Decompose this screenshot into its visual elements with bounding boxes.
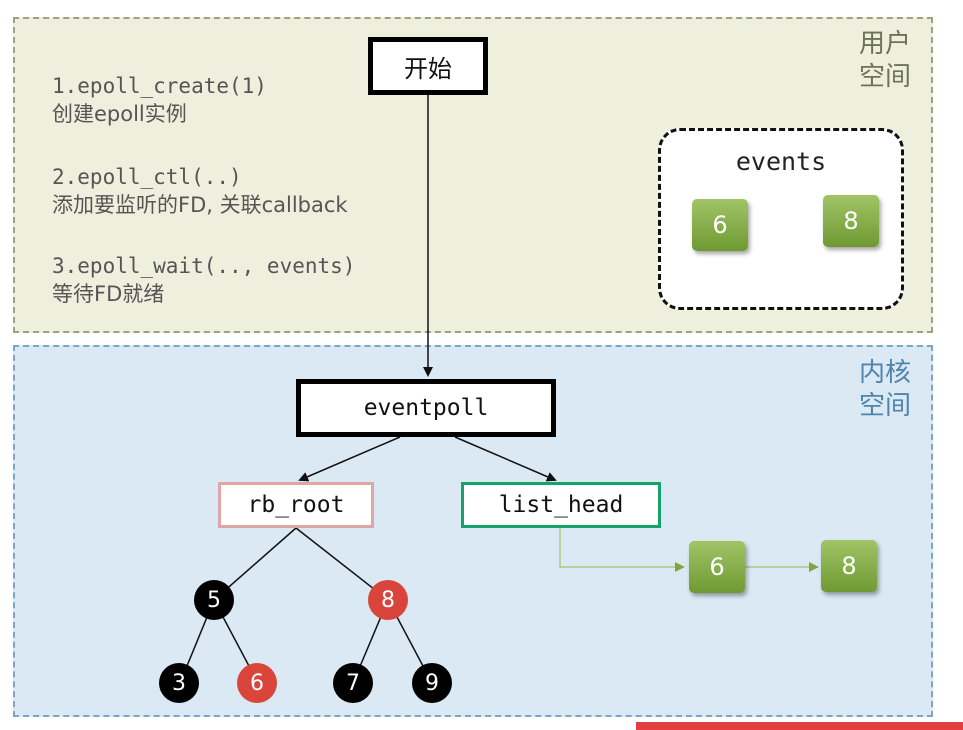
step-3-code: 3.epoll_wait(.., events) (52, 254, 356, 278)
eventpoll-box: eventpoll (296, 379, 556, 437)
events-label: events (735, 147, 827, 176)
step-3: 3.epoll_wait(.., events) 等待FD就绪 (52, 252, 355, 308)
kernel-space-label-text: 内核 空间 (858, 358, 911, 421)
bottom-accent-strip (636, 722, 963, 730)
step-1: 1.epoll_create(1) 创建epoll实例 (52, 72, 267, 128)
tree-node-3: 3 (159, 663, 199, 703)
tree-node-5: 5 (194, 580, 234, 620)
start-box-label: 开始 (404, 54, 452, 83)
step-2: 2.epoll_ctl(..) 添加要监听的FD, 关联callback (52, 163, 348, 219)
ready-list-item: 6 (689, 541, 745, 593)
step-1-desc: 创建epoll实例 (52, 102, 187, 126)
tree-node-6: 6 (237, 663, 277, 703)
events-item: 6 (692, 199, 748, 251)
step-2-code: 2.epoll_ctl(..) (52, 165, 242, 189)
list-head-box-label: list_head (498, 492, 624, 518)
step-2-desc: 添加要监听的FD, 关联callback (52, 193, 348, 217)
step-1-code: 1.epoll_create(1) (52, 74, 267, 98)
tree-node-9: 9 (412, 663, 452, 703)
eventpoll-to-rbroot-arrow (298, 436, 401, 482)
events-container: events 6 8 (658, 128, 904, 310)
eventpoll-to-listhead-arrow (454, 436, 557, 482)
listhead-to-ready-6-arrow (559, 528, 685, 572)
eventpoll-box-label: eventpoll (363, 395, 489, 421)
tree-node-7: 7 (333, 663, 373, 703)
rb-root-box-label: rb_root (247, 492, 345, 518)
kernel-space-label: 内核 空间 (855, 357, 915, 423)
rb-root-box: rb_root (218, 482, 374, 528)
start-box: 开始 (368, 37, 488, 95)
events-item: 8 (823, 195, 879, 247)
tree-node-8: 8 (368, 580, 408, 620)
ready-list-item: 8 (821, 540, 877, 592)
list-head-box: list_head (461, 482, 661, 528)
user-space-label-text: 用户 空间 (858, 29, 911, 92)
user-space-label: 用户 空间 (855, 28, 915, 94)
step-3-desc: 等待FD就绪 (52, 282, 165, 306)
